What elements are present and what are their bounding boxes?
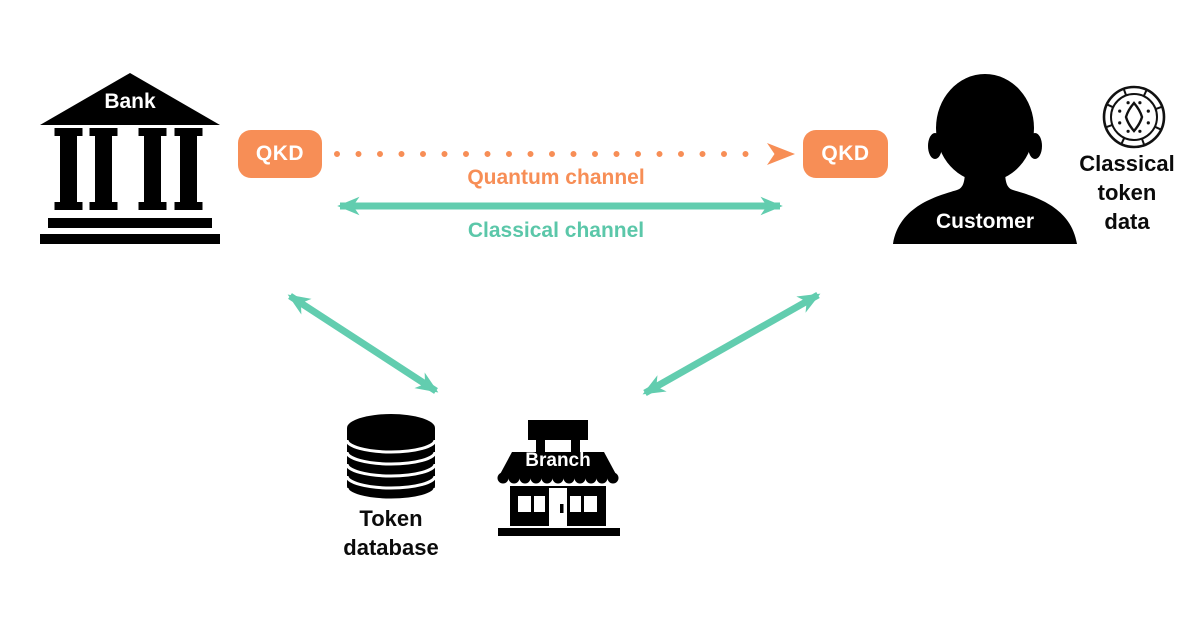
classical-channel-label: Classical channel (467, 219, 645, 242)
database-icon (345, 414, 437, 502)
bank-branch-arrow (287, 293, 439, 394)
customer-label: Customer (935, 210, 1035, 233)
bank-label: Bank (104, 90, 156, 113)
branch-customer-arrow (642, 291, 821, 397)
token-chip-icon (1102, 85, 1166, 149)
token-database-label: Token database (343, 506, 439, 560)
quantum-channel-arrow (334, 143, 795, 165)
qkd-badge-right: QKD (803, 130, 888, 178)
storefront-icon (497, 420, 620, 536)
classical-token-data-label: Classical token data (1079, 151, 1175, 234)
person-silhouette-icon (893, 74, 1077, 244)
branch-label: Branch (525, 450, 591, 471)
bank-building-icon (40, 73, 220, 244)
quantum-channel-label: Quantum channel (467, 166, 645, 189)
qkd-badge-left: QKD (238, 130, 322, 178)
